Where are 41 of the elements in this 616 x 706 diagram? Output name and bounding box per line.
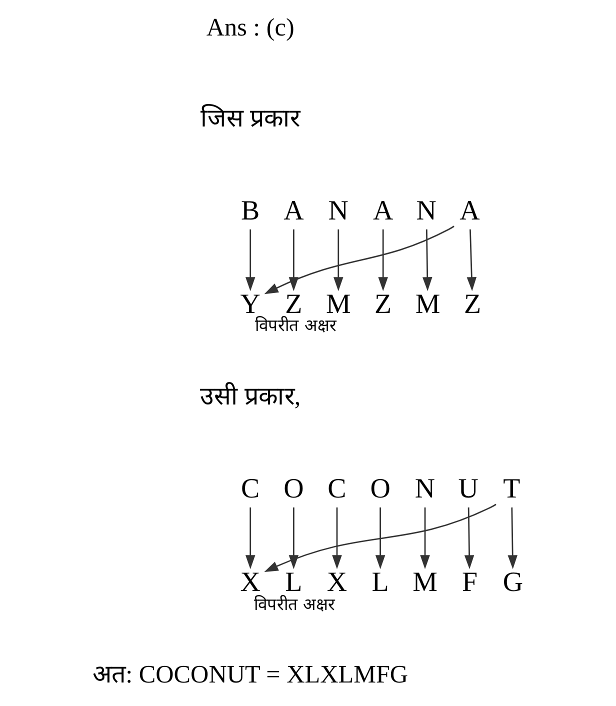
- node-text: O: [370, 474, 390, 505]
- label: अत: COCONUT = XLXLMFG: [92, 662, 408, 689]
- node-text: L: [285, 567, 302, 598]
- arrow: [378, 229, 388, 292]
- arrow: [288, 507, 299, 570]
- node-text: N: [328, 196, 348, 227]
- node-text: X: [326, 567, 348, 598]
- node-text: C: [241, 474, 260, 505]
- node-text: A: [460, 196, 480, 227]
- node-text: A: [284, 196, 304, 227]
- arrow: [420, 507, 430, 570]
- arrow: [264, 226, 454, 294]
- arrow: [245, 507, 256, 570]
- node-text: Z: [464, 289, 482, 320]
- node-text: M: [326, 289, 351, 320]
- label: जिस प्रकार: [200, 106, 300, 133]
- node-text: M: [415, 289, 440, 320]
- arrow: [375, 507, 386, 570]
- node-text: N: [416, 196, 437, 227]
- node-text: Z: [374, 289, 392, 320]
- arrow: [334, 229, 344, 292]
- arrow: [245, 229, 256, 292]
- arrow: [464, 507, 474, 570]
- label: उसी प्रकार,: [200, 384, 301, 411]
- node-text: N: [414, 474, 436, 505]
- arrow: [466, 229, 477, 292]
- arrow: [264, 504, 496, 572]
- node-text: F: [462, 567, 478, 598]
- arrow: [332, 507, 342, 570]
- node-text: T: [503, 474, 520, 505]
- node-text: U: [458, 474, 478, 505]
- arrow: [422, 229, 432, 292]
- node-text: M: [412, 567, 438, 598]
- node-text: A: [373, 196, 394, 227]
- node-text: L: [372, 567, 389, 598]
- node-text: G: [502, 567, 524, 598]
- node-text: B: [241, 196, 260, 227]
- arrow: [508, 507, 518, 570]
- label: Ans : (c): [206, 14, 294, 42]
- node-text: O: [284, 474, 304, 505]
- node-text: C: [328, 474, 346, 505]
